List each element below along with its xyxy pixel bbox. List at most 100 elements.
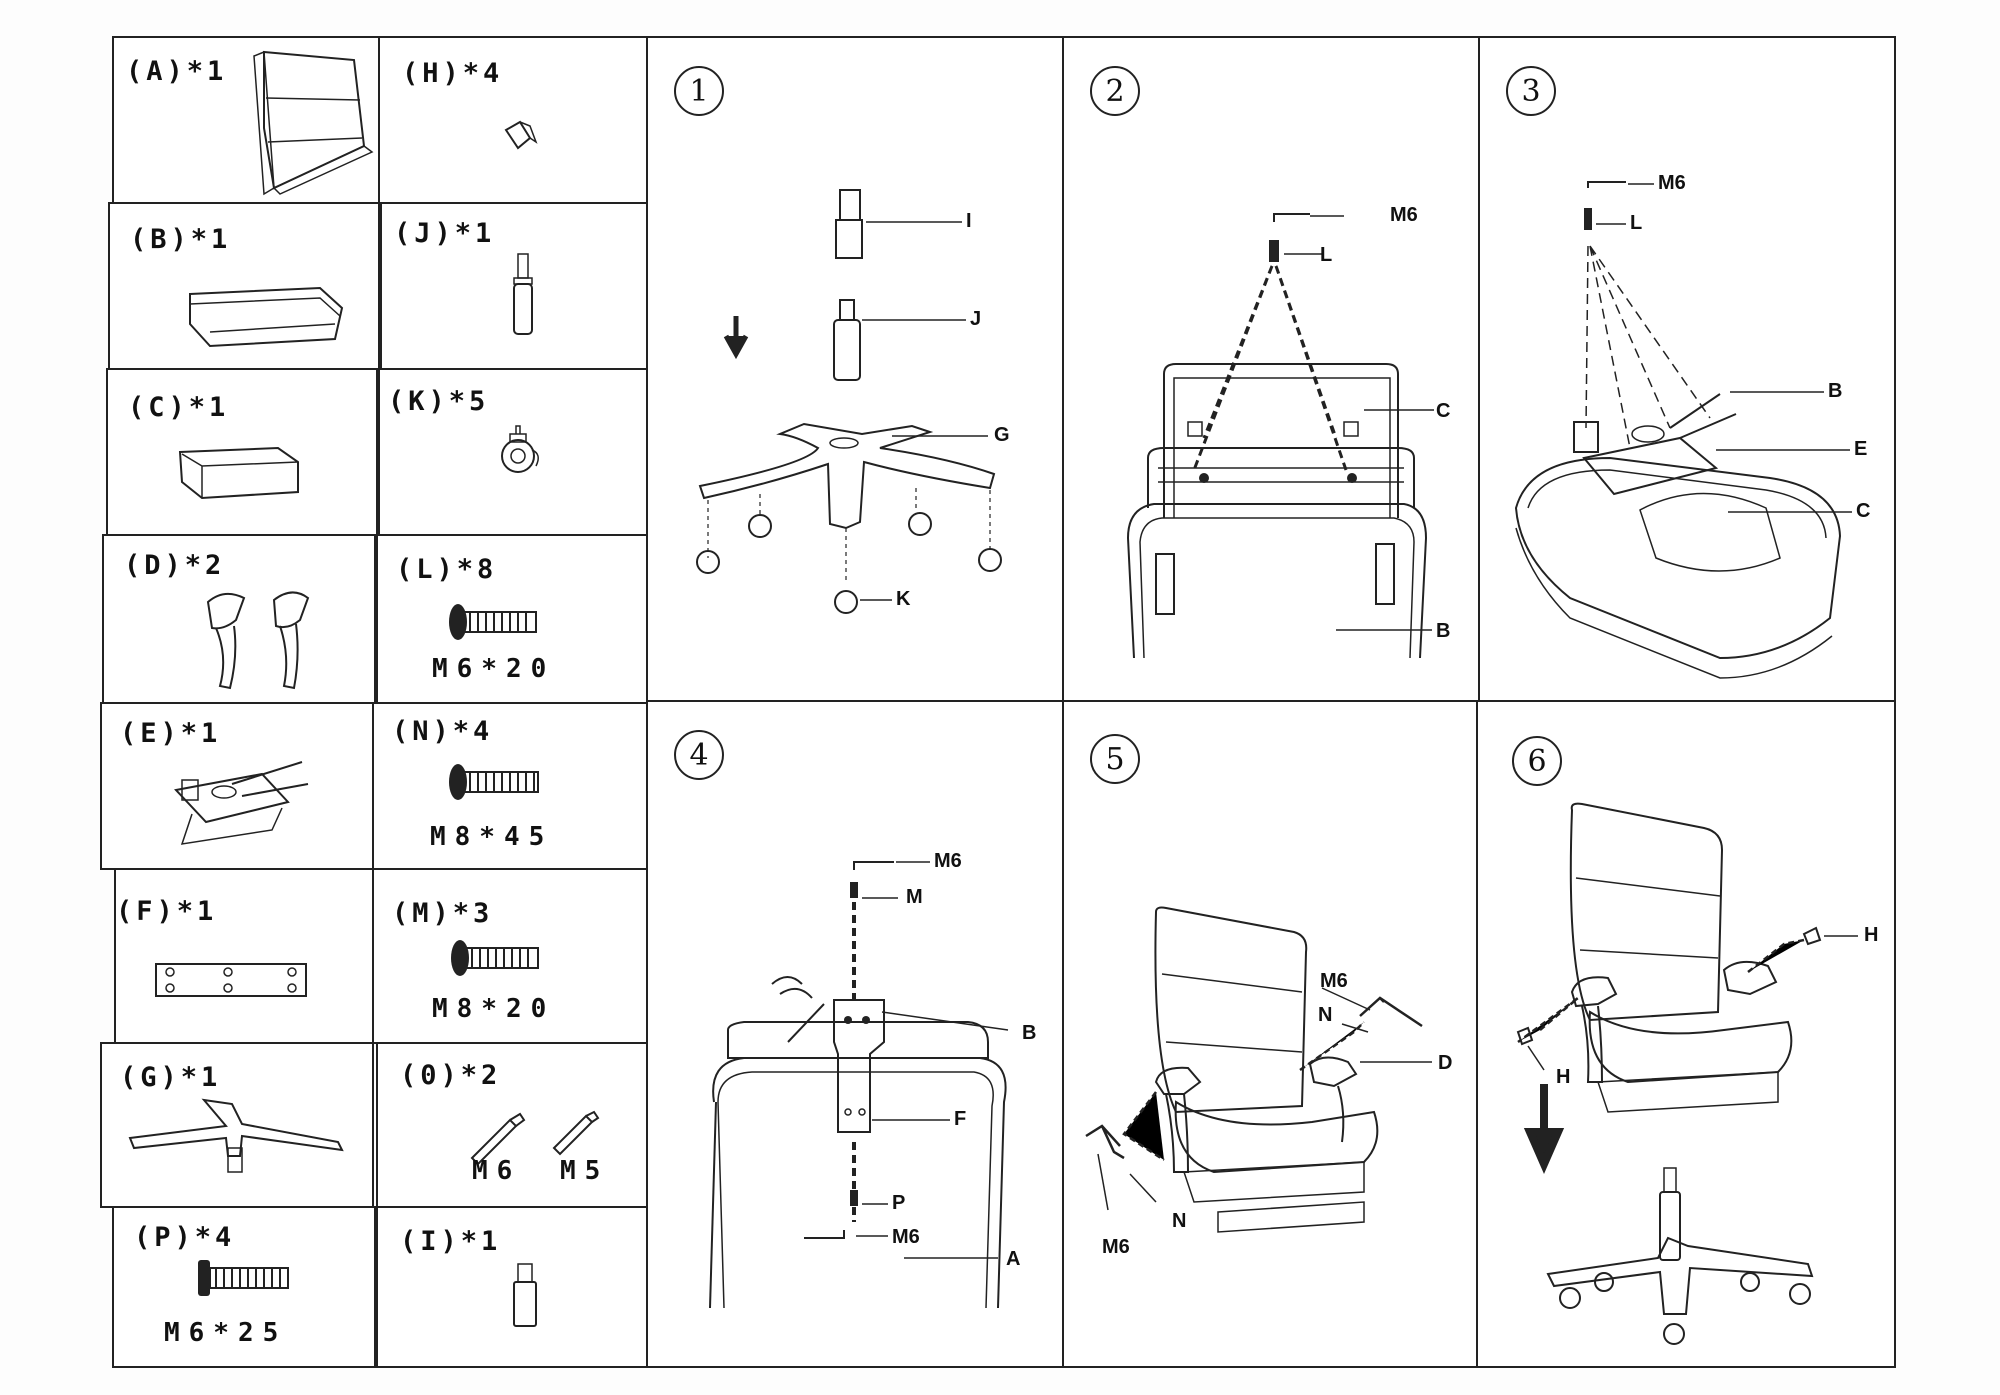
cap-illustration — [380, 38, 650, 206]
step-panel-5: 5 M6 N D M6 N — [1062, 700, 1480, 1368]
part-spec-a: M6 — [472, 1156, 522, 1186]
step-6-drawing — [1478, 702, 1898, 1370]
step-3-drawing — [1480, 38, 1898, 704]
gas-lift-illustration — [382, 204, 650, 372]
part-cell-n: (N)*4 M8*45 — [372, 702, 648, 870]
part-cell-g: (G)*1 — [100, 1042, 374, 1208]
part-cell-p: (P)*4 M6*25 — [112, 1206, 376, 1368]
callout: M6 — [1390, 204, 1418, 226]
step-panel-6: 6 H H — [1476, 700, 1896, 1368]
lift-cover-illustration — [378, 1208, 650, 1370]
part-label: (A)*1 — [126, 56, 228, 87]
part-label: (N)*4 — [392, 716, 494, 747]
step-panel-4: 4 M6 M B F — [646, 700, 1064, 1368]
bolt-m8x45-illustration — [449, 764, 650, 800]
callout: P — [892, 1192, 906, 1214]
part-cell-b: (B)*1 — [108, 202, 380, 370]
callout: B — [1828, 380, 1843, 402]
part-label: (H)*4 — [402, 58, 504, 89]
callout: M6 — [934, 850, 962, 872]
part-spec: M8*45 — [430, 822, 554, 852]
callout: H — [1864, 924, 1879, 946]
callout: D — [1438, 1052, 1453, 1074]
step-number: 4 — [674, 730, 724, 780]
callout: L — [1320, 244, 1333, 266]
step-2-drawing — [1064, 38, 1482, 704]
part-label: (0)*2 — [400, 1060, 502, 1091]
step-number: 3 — [1506, 66, 1556, 116]
callout: I — [966, 210, 972, 232]
caster-illustration — [380, 370, 650, 538]
step-panel-1: 1 I J G K — [646, 36, 1064, 702]
backrest-cushion-illustration — [114, 38, 384, 206]
callout: K — [896, 588, 911, 610]
callout: M6 — [892, 1226, 920, 1248]
part-cell-j: (J)*1 — [380, 202, 648, 370]
step-number: 2 — [1090, 66, 1140, 116]
callout: N — [1318, 1004, 1333, 1026]
step-panel-3: 3 M6 L B E C — [1478, 36, 1896, 702]
part-cell-e: (E)*1 — [100, 702, 374, 870]
step-5-drawing — [1064, 702, 1482, 1370]
part-cell-m: (M)*3 M8*20 — [372, 868, 648, 1044]
part-label: (I)*1 — [400, 1226, 502, 1257]
part-label: (G)*1 — [120, 1062, 222, 1093]
callout: L — [1630, 212, 1643, 234]
callout: N — [1172, 1210, 1187, 1232]
part-label: (B)*1 — [130, 224, 232, 255]
part-cell-a: (A)*1 — [112, 36, 382, 204]
callout: H — [1556, 1066, 1571, 1088]
part-cell-c: (C)*1 — [106, 368, 378, 536]
callout: B — [1436, 620, 1451, 642]
step-4-drawing — [648, 702, 1066, 1370]
callout: G — [994, 424, 1010, 446]
callout: A — [1006, 1248, 1021, 1270]
part-label: (D)*2 — [124, 550, 226, 581]
star-base-illustration — [102, 1044, 376, 1210]
part-label: (P)*4 — [134, 1222, 236, 1253]
step-number: 1 — [674, 66, 724, 116]
part-label: (J)*1 — [394, 218, 496, 249]
callout: E — [1854, 438, 1868, 460]
callout: B — [1022, 1022, 1037, 1044]
armrests-illustration — [104, 536, 378, 706]
step-number: 5 — [1090, 734, 1140, 784]
part-label: (M)*3 — [392, 898, 494, 929]
step-1-drawing — [648, 38, 1066, 704]
part-spec: M8*20 — [432, 994, 556, 1024]
part-spec-b: M5 — [560, 1156, 610, 1186]
part-cell-f: (F)*1 — [114, 868, 374, 1044]
part-label: (C)*1 — [128, 392, 230, 423]
step-number: 6 — [1512, 736, 1562, 786]
part-label: (L)*8 — [396, 554, 498, 585]
seat-cushion-illustration — [110, 204, 382, 372]
part-cell-l: (L)*8 M6*20 — [376, 534, 648, 704]
bolt-m6x20-illustration — [449, 604, 650, 640]
callout: C — [1856, 500, 1871, 522]
mounting-plate-illustration — [116, 870, 376, 1046]
step-panel-2: 2 M6 L C B — [1062, 36, 1480, 702]
seat-mechanism-illustration — [102, 704, 376, 872]
allen-keys-illustration — [378, 1044, 650, 1210]
part-label: (E)*1 — [120, 718, 222, 749]
callout: M6 — [1320, 970, 1348, 992]
callout: M6 — [1102, 1236, 1130, 1258]
seat-base-illustration — [108, 370, 380, 538]
part-label: (K)*5 — [388, 386, 490, 417]
bolt-m6x25-illustration — [198, 1260, 378, 1296]
callout: M — [906, 886, 923, 908]
part-cell-h: (H)*4 — [378, 36, 648, 204]
part-spec: M6*20 — [432, 654, 556, 684]
part-cell-k: (K)*5 — [378, 368, 648, 536]
callout: M6 — [1658, 172, 1686, 194]
callout: F — [954, 1108, 967, 1130]
part-cell-o: (0)*2 M6 M5 — [376, 1042, 648, 1208]
part-cell-d: (D)*2 — [102, 534, 376, 704]
callout: C — [1436, 400, 1451, 422]
part-cell-i: (I)*1 — [376, 1206, 648, 1368]
part-label: (F)*1 — [116, 896, 218, 927]
callout: J — [970, 308, 982, 330]
bolt-m8x20-illustration — [451, 940, 650, 976]
part-spec: M6*25 — [164, 1318, 288, 1348]
